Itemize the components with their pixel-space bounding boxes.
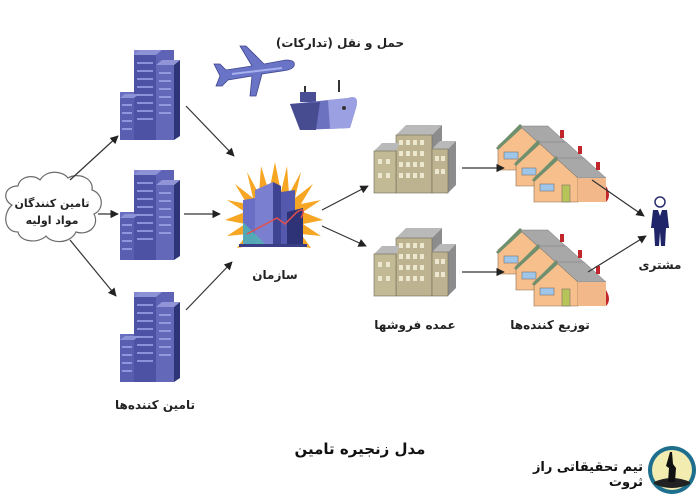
diagram-title: مدل زنجیره تامین	[294, 440, 426, 458]
airplane-icon	[213, 45, 295, 97]
flow-arrows	[69, 105, 647, 311]
supplier-1	[120, 50, 180, 140]
raw-material-suppliers-label: تامین کنندگان مواد اولیه	[12, 195, 92, 229]
arrow-distributor-2-to-customer	[587, 235, 647, 273]
wholesalers-label: عمده فروشها	[374, 318, 456, 332]
person-icon	[651, 196, 669, 246]
skyscraper-icon	[120, 292, 180, 382]
houses-icon	[496, 228, 609, 306]
supplier-3	[120, 292, 180, 382]
wholesaler-1	[373, 124, 457, 194]
brand-text: تیم تحقیقاتی راز ثروت	[532, 460, 643, 490]
logistics-label: حمل و نقل (تدارکات)	[275, 36, 405, 50]
raw-material-suppliers-label-line1: تامین کنندگان	[14, 197, 90, 210]
organization	[225, 162, 323, 248]
organization-label: سازمان	[252, 268, 298, 282]
skyscraper-icon	[120, 170, 180, 260]
arrow-supplier-1-to-org	[185, 105, 235, 157]
organization-building-icon	[239, 182, 307, 247]
distributor-1	[496, 124, 609, 202]
brand-logo-icon	[648, 446, 696, 494]
apartment-building-icon	[373, 124, 457, 194]
arrow-distributor-1-to-customer	[591, 179, 645, 217]
raw-material-suppliers-cloud	[5, 171, 102, 243]
houses-icon	[496, 124, 609, 202]
arrow-raw-to-supplier-1	[69, 135, 119, 181]
arrow-org-to-wholesaler-2	[321, 225, 367, 247]
wholesaler-2	[373, 227, 457, 297]
supplier-2	[120, 170, 180, 260]
ship-icon	[290, 80, 357, 130]
arrow-raw-to-supplier-3	[69, 239, 117, 297]
distributors-label: توزیع کننده‌ها	[510, 318, 590, 332]
distributor-2	[496, 228, 609, 306]
customer	[651, 196, 669, 246]
skyscraper-icon	[120, 50, 180, 140]
apartment-building-icon	[373, 227, 457, 297]
customer-label: مشتری	[638, 258, 682, 272]
arrow-org-to-wholesaler-1	[321, 185, 369, 211]
cloud-icon	[5, 171, 102, 243]
suppliers-label: تامین کننده‌ها	[115, 398, 195, 412]
raw-material-suppliers-label-line2: مواد اولیه	[25, 214, 79, 227]
arrow-supplier-3-to-org	[185, 261, 233, 311]
